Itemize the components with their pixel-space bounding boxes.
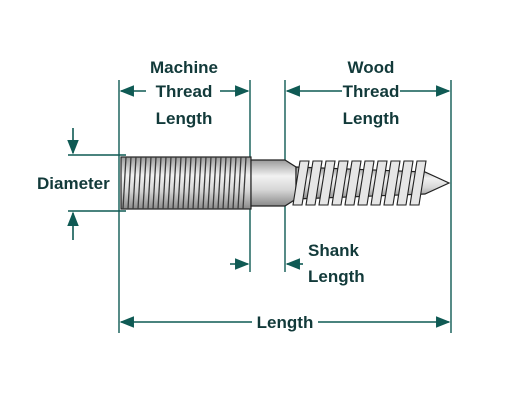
machine-thread-crest	[212, 156, 217, 210]
machine-thread-label-line1: Machine	[150, 58, 218, 77]
machine-thread-label-line3: Length	[156, 109, 213, 128]
machine-thread-crest	[187, 156, 192, 210]
machine-thread-crest	[237, 156, 242, 210]
machine-thread-crest	[202, 156, 207, 210]
dimension-arrows	[67, 85, 451, 328]
wood-thread-label-line3: Length	[343, 109, 400, 128]
wood-thread-flight	[370, 160, 388, 206]
shank-label-line2: Length	[308, 267, 365, 286]
wood-thread-flight	[409, 160, 427, 206]
hanger-bolt	[120, 156, 451, 210]
machine-thread-crest	[242, 156, 247, 210]
machine-thread-label-line2: Thread	[156, 82, 213, 101]
machine-thread-crest	[192, 156, 197, 210]
machine-thread-crest	[182, 156, 187, 210]
machine-thread-crest	[197, 156, 202, 210]
machine-thread-crest	[147, 156, 152, 210]
wood-thread-flight	[396, 160, 414, 206]
machine-thread-crest	[172, 156, 177, 210]
wood-thread-label-line1: Wood	[348, 58, 395, 77]
machine-thread-crest	[122, 156, 127, 210]
machine-thread-crest	[177, 156, 182, 210]
length-label: Length	[257, 313, 314, 332]
machine-thread-crest	[137, 156, 142, 210]
machine-thread-crest	[162, 156, 167, 210]
wood-thread-label-line2: Thread	[343, 82, 400, 101]
wood-thread-flight	[331, 160, 349, 206]
diameter-label: Diameter	[37, 174, 110, 193]
shank-label-line1: Shank	[308, 241, 360, 260]
machine-thread-crest	[167, 156, 172, 210]
machine-thread-crest	[227, 156, 232, 210]
machine-thread-crest	[127, 156, 132, 210]
wood-thread-flight	[344, 160, 362, 206]
shank-section	[250, 159, 297, 207]
machine-thread-crest	[217, 156, 222, 210]
wood-thread-flight	[357, 160, 375, 206]
machine-thread-crest	[232, 156, 237, 210]
wood-thread-flight	[305, 160, 323, 206]
machine-thread-crest	[142, 156, 147, 210]
machine-thread-crest	[207, 156, 212, 210]
labels: Machine Thread Length Wood Thread Length…	[37, 58, 399, 332]
wood-thread-section	[292, 160, 427, 206]
machine-thread-crest	[222, 156, 227, 210]
wood-thread-flight	[318, 160, 336, 206]
wood-thread-flight	[383, 160, 401, 206]
machine-thread-crest	[132, 156, 137, 210]
machine-thread-section	[120, 156, 252, 210]
machine-thread-crest	[157, 156, 162, 210]
machine-thread-crest	[152, 156, 157, 210]
wood-thread-flight	[292, 160, 310, 206]
